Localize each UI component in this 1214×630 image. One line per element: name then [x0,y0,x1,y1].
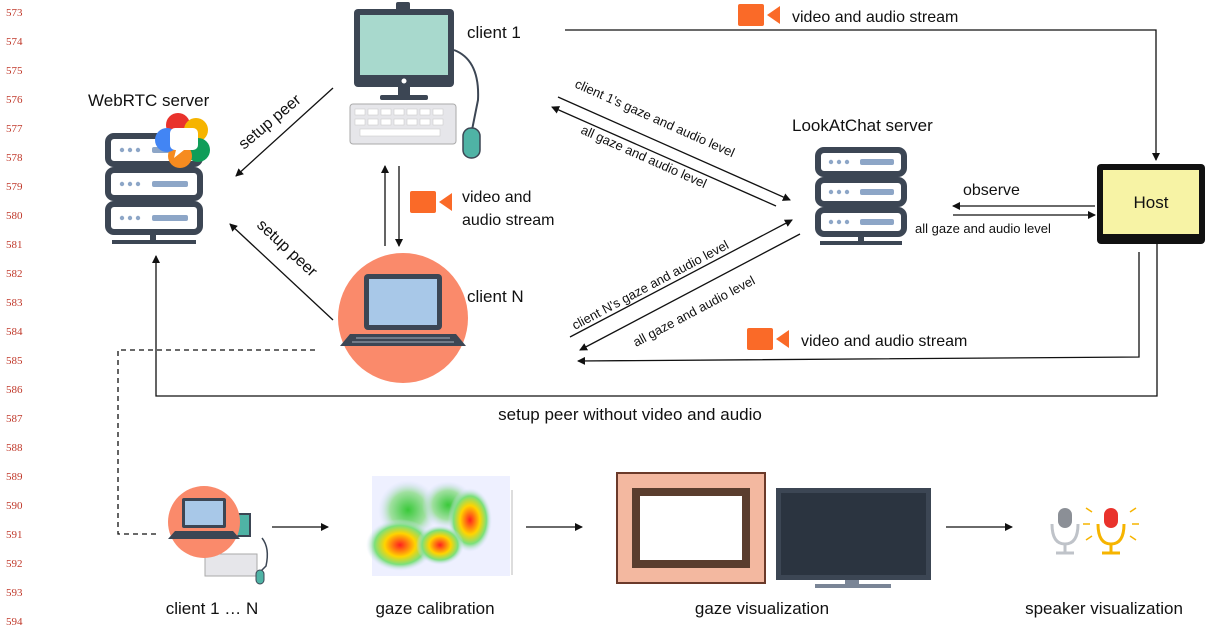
pipeline-visualization-label: gaze visualization [695,599,829,618]
arrow-lookatchat-clientN [579,233,801,351]
arrow-client1-webrtc [235,87,334,177]
line-number: 593 [6,587,23,599]
video-and-label: video and [462,189,531,206]
line-number: 575 [6,65,23,77]
setup-no-av-label: setup peer without video and audio [498,405,762,424]
line-number: 578 [6,152,23,164]
webrtc-server-icon [105,133,203,244]
video-camera-icon [738,4,780,26]
line-number: 582 [6,268,23,280]
video-camera-icon [410,191,452,213]
picture-frame-icon [616,472,766,584]
line-number: 583 [6,297,23,309]
setup-peer-label: setup peer [253,216,320,280]
line-number: 594 [6,616,23,625]
pipeline-calibration-label: gaze calibration [375,599,494,618]
arrow-client1-host [565,29,1160,161]
pipeline-clients-label: client 1 … N [166,599,259,618]
line-number: 580 [6,210,23,222]
desktop-computer-icon [349,2,481,159]
audio-stream-label: audio stream [462,212,555,229]
line-number: 587 [6,413,23,425]
host-label: Host [1134,193,1169,212]
arrow-lookatchat-client1 [551,106,777,207]
line-number: 584 [6,326,23,338]
pipeline-speaker-label: speaker visualization [1025,599,1183,618]
microphone-icon [1050,508,1080,555]
line-number: 573 [6,7,23,19]
line-number: 588 [6,442,23,454]
video-camera-icon [747,328,789,350]
lookatchat-server-label: LookAtChat server [792,116,933,135]
arrow-client1-lookatchat [557,96,791,201]
client1-gaze-label: client 1's gaze and audio level [573,76,737,160]
clientN-gaze-label: client N's gaze and audio level [569,237,731,333]
active-microphone-icon [1083,507,1139,555]
line-number: 574 [6,36,23,48]
arrow-host-clientN [577,252,1140,365]
video-audio-bottom-label: video and audio stream [801,333,967,350]
line-number: 592 [6,558,23,570]
line-number: 581 [6,239,23,251]
laptop-client-icon [338,253,468,383]
line-number: 579 [6,181,23,193]
line-number: 576 [6,94,23,106]
line-number: 577 [6,123,23,135]
client1-label: client 1 [467,23,521,42]
clientN-label: client N [467,287,524,306]
dashed-connector [117,349,315,535]
arrow-clientN-lookatchat [569,219,793,338]
observe-label: observe [963,182,1020,199]
arrow-host-webrtc [152,244,1158,397]
tv-monitor-icon [776,488,931,588]
lookatchat-server-icon [815,147,907,245]
line-number: 590 [6,500,23,512]
gaze-heatmap-icon [366,476,513,576]
line-number: 585 [6,355,23,367]
webrtc-logo-icon [155,113,210,168]
video-audio-top-label: video and audio stream [792,9,958,26]
arrow-clientN-webrtc [229,223,334,321]
host-monitor-icon [1097,164,1205,244]
line-numbers: 573 574 575 576 577 578 579 580 581 582 … [6,7,23,628]
line-number: 589 [6,471,23,483]
all-gaze-host-label: all gaze and audio level [915,221,1051,236]
multi-client-icon [168,486,269,585]
webrtc-server-label: WebRTC server [88,91,210,110]
line-number: 586 [6,384,23,396]
line-number: 591 [6,529,23,541]
